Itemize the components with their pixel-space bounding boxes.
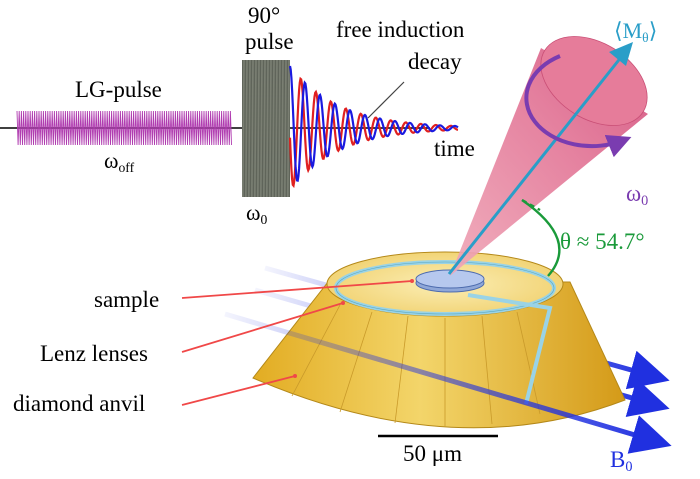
lenz-lenses-callout: Lenz lenses xyxy=(40,341,148,366)
time-label: time xyxy=(434,136,475,161)
magic-angle-arc xyxy=(521,199,561,277)
fid-label-line1: free induction xyxy=(336,17,465,42)
ninety-pulse-word: pulse xyxy=(245,29,294,54)
scale-bar-label: 50 μm xyxy=(403,441,462,466)
magic-angle-dash xyxy=(521,198,541,212)
lg-pulse-train xyxy=(16,110,232,146)
callout-lines xyxy=(181,280,413,406)
sample-callout: sample xyxy=(94,287,160,312)
sample-disc xyxy=(415,269,485,289)
magic-angle-label: θ ≈ 54.7° xyxy=(560,229,645,254)
anvil-facets xyxy=(291,304,541,427)
magnetization-label: ⟨Mθ⟩ xyxy=(614,18,658,45)
rotation-frequency-label: ω0 xyxy=(626,181,649,209)
ninety-pulse-label: 90° xyxy=(248,3,281,28)
rotation-arrow xyxy=(524,54,632,158)
field-label: B0 xyxy=(610,447,633,475)
diamond-anvil-callout: diamond anvil xyxy=(13,391,146,416)
fid-pointer-line xyxy=(367,81,405,119)
lg-pulse-waveform xyxy=(16,110,232,146)
magnetization-arrowhead xyxy=(609,42,633,66)
fid-blue-trace xyxy=(288,65,459,182)
fid-label-line2: decay xyxy=(408,49,462,74)
anvil-side xyxy=(252,281,626,429)
magnetization-vector xyxy=(447,55,624,275)
ninety-degree-pulse xyxy=(242,59,290,198)
diamond-anvil xyxy=(252,251,626,429)
ninety-pulse-hatch xyxy=(242,59,290,198)
field-lines-front xyxy=(224,311,672,454)
lenz-slit xyxy=(467,293,553,405)
center-frequency-label: ω0 xyxy=(246,200,268,227)
lg-pulse-label: LG-pulse xyxy=(75,77,162,102)
off-frequency-label: ωoff xyxy=(104,148,135,175)
precession-cone xyxy=(447,36,648,276)
